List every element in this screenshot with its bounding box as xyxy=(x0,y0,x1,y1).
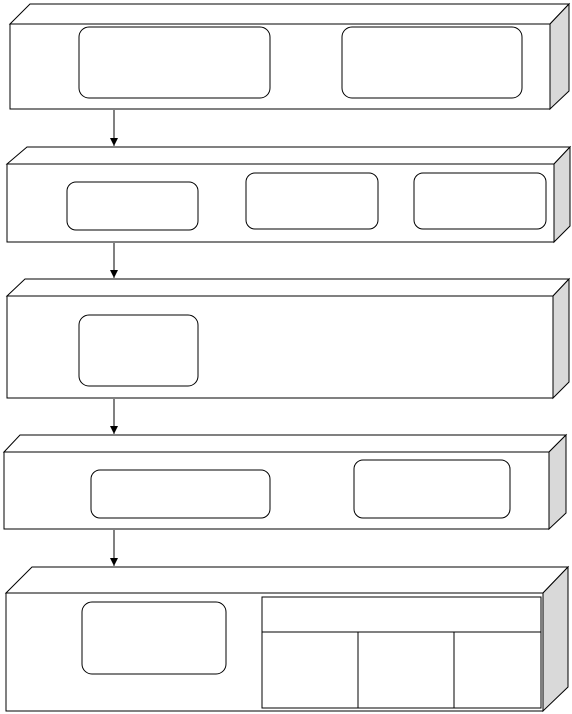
layer-1-top-face xyxy=(8,3,571,25)
layer-2-box-3 xyxy=(413,172,547,230)
layer-5-table xyxy=(261,596,542,709)
layer-5-top-face xyxy=(4,566,570,594)
layer-3-box-1 xyxy=(78,314,199,387)
layer-4-box-1 xyxy=(90,469,271,519)
layer-3-slab xyxy=(5,277,571,400)
layer-1-slab xyxy=(8,2,571,111)
layer-2-side-face xyxy=(553,145,571,244)
layer-2-top-face xyxy=(5,146,572,165)
layer-2-slab xyxy=(5,145,572,244)
layer-3-top-face xyxy=(5,278,571,297)
layer-2-box-2 xyxy=(245,172,379,230)
layer-4-top-face xyxy=(2,434,568,453)
layer-5-side-face xyxy=(542,565,569,713)
layer-4-slab xyxy=(2,433,568,531)
layer-5-slab xyxy=(4,565,570,713)
layer-3-side-face xyxy=(552,277,570,400)
table-frame xyxy=(261,596,542,709)
layer-4-box-2 xyxy=(353,459,511,519)
layer-1-box-1 xyxy=(78,26,271,99)
layer-1-box-2 xyxy=(341,26,523,99)
layer-4-side-face xyxy=(548,433,567,531)
layer-5-box-1 xyxy=(81,601,227,675)
layer-2-box-1 xyxy=(66,181,199,231)
